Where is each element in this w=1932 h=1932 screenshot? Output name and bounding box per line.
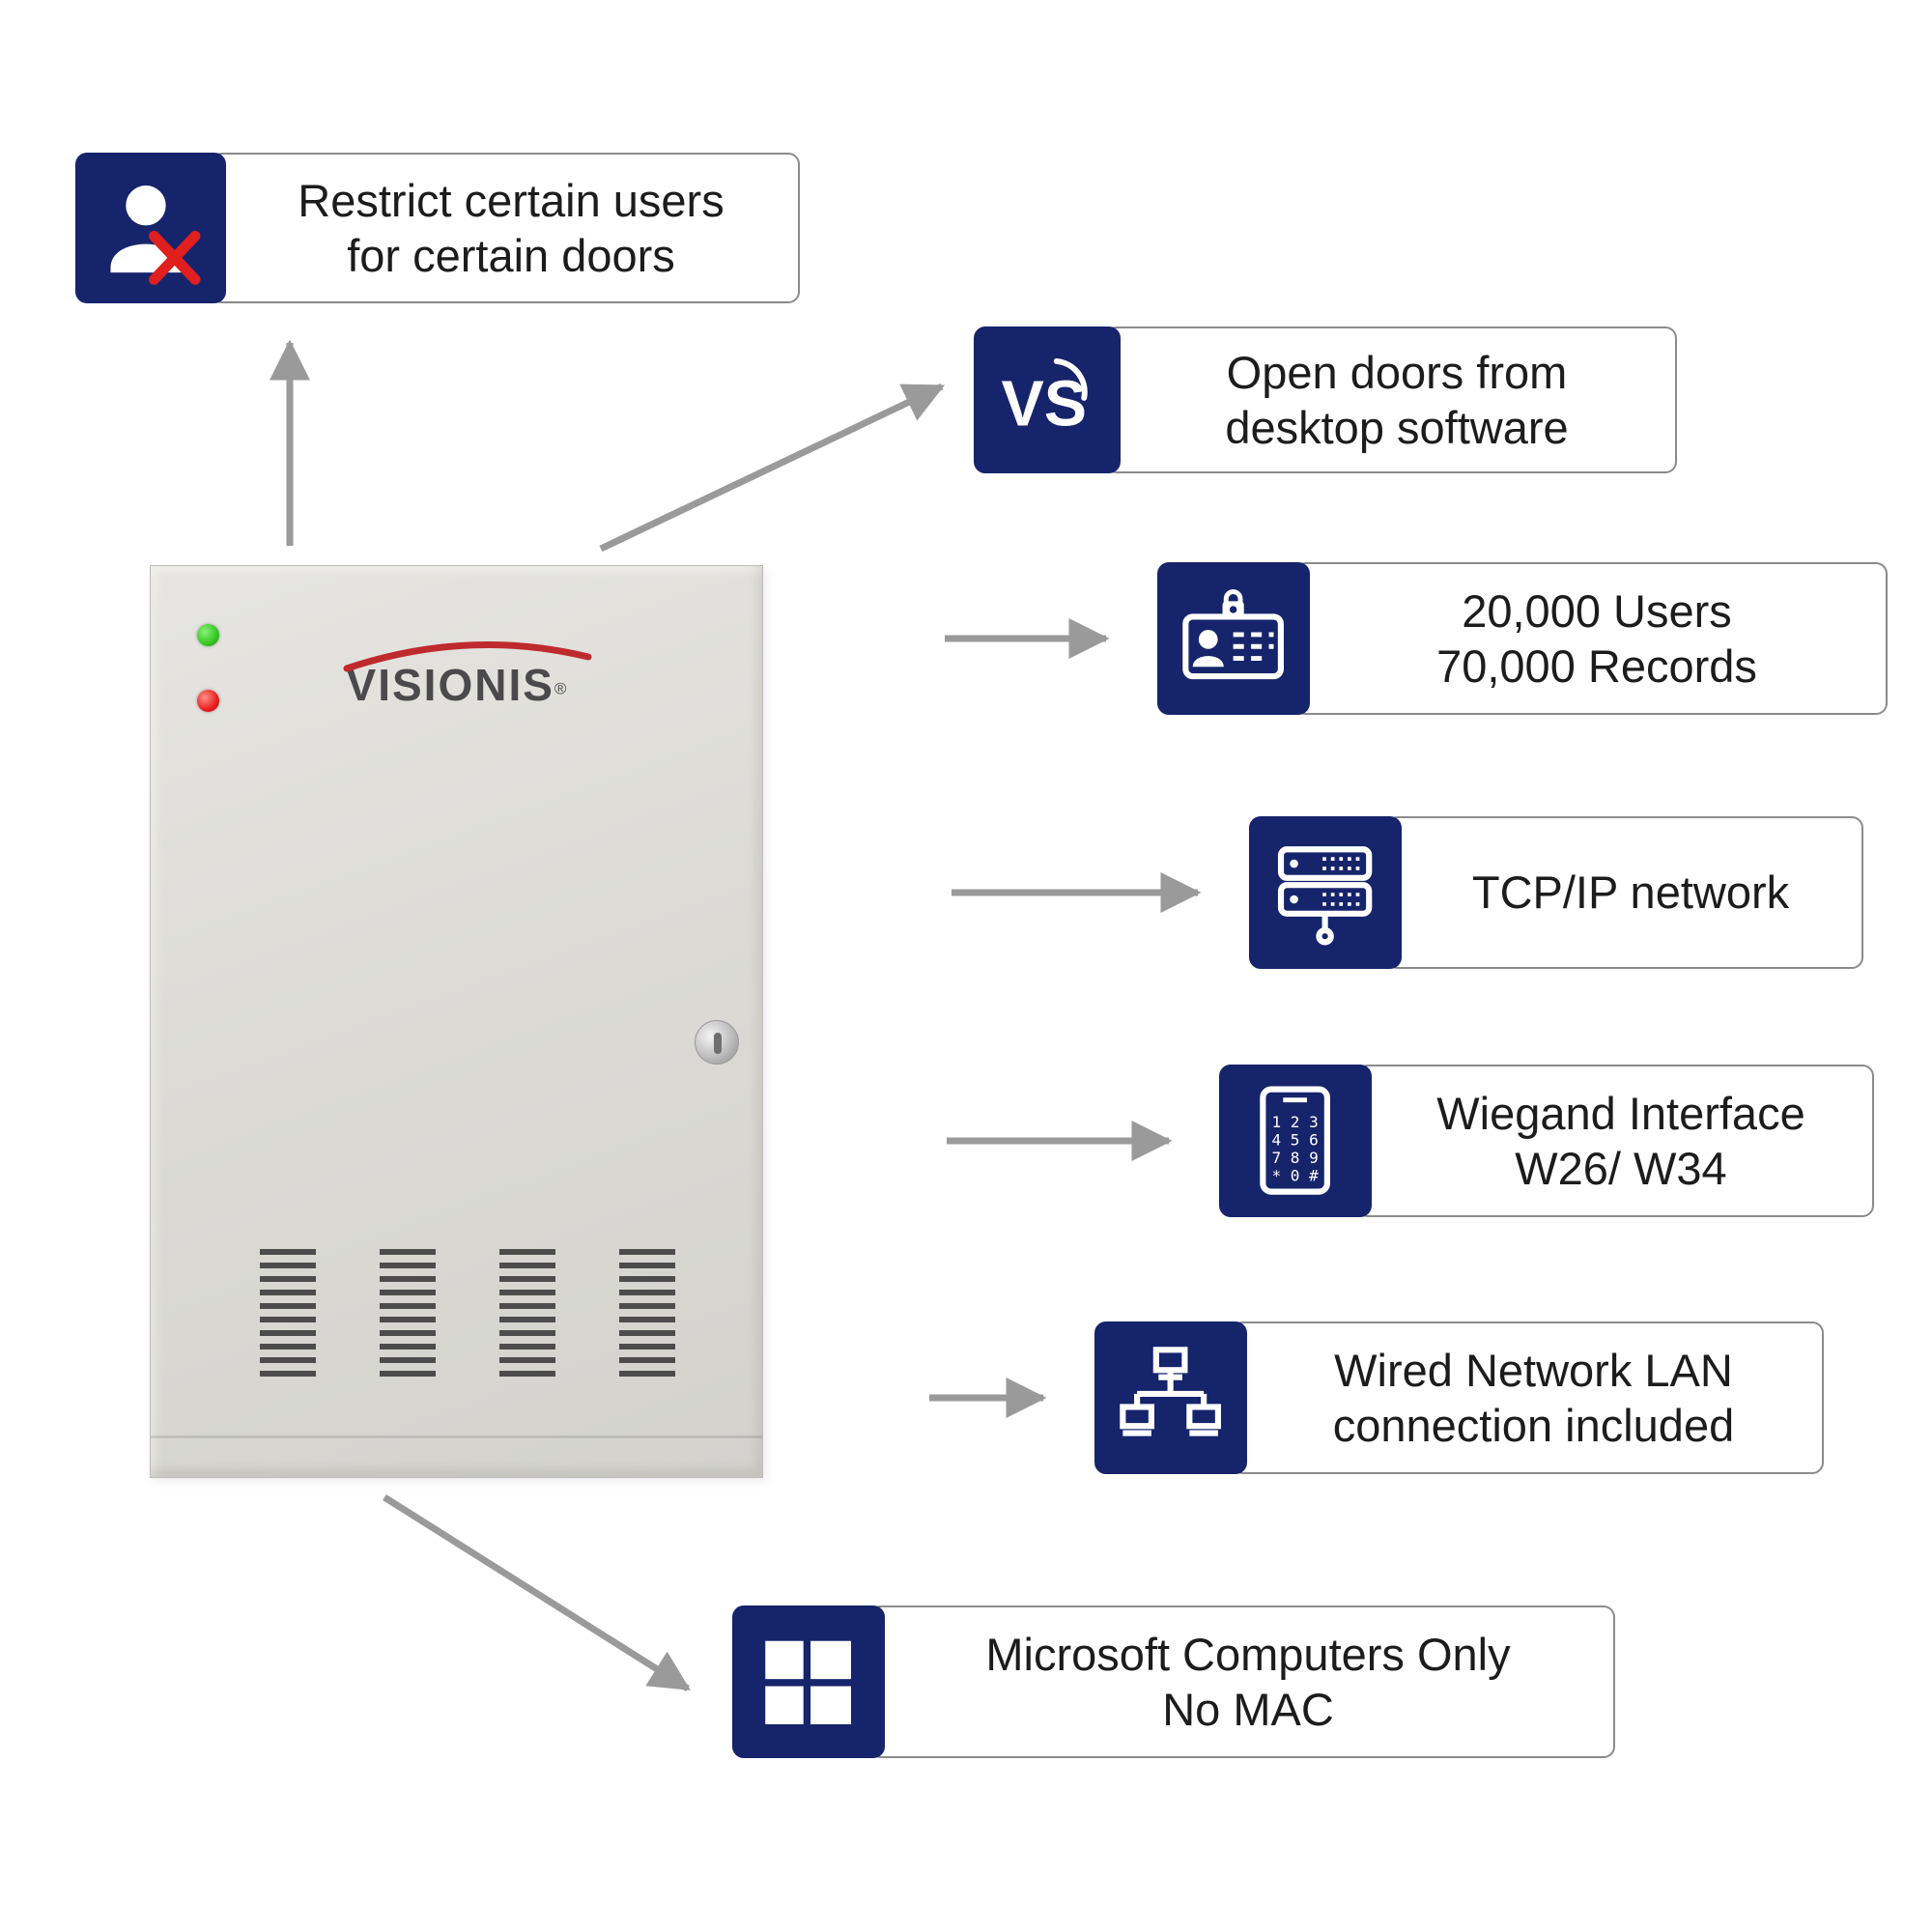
callout-wiegand: 1 2 3 4 5 6 7 8 9 * 0 # Wiegand Interfac… (1219, 1065, 1874, 1217)
vent-column (619, 1249, 675, 1380)
callout-restrict-users: Restrict certain users for certain doors (75, 153, 800, 303)
red-led-indicator (197, 690, 219, 712)
network-server-icon (1249, 816, 1402, 969)
arrow-to-microsoft (383, 1494, 691, 1691)
vent-column (499, 1249, 555, 1380)
visionis-logo: VISIONIS® (343, 641, 592, 711)
vs-software-logo-icon: VS (974, 327, 1121, 473)
callout-label: Microsoft Computers Only No MAC (985, 1628, 1511, 1735)
logo-swoosh (343, 641, 592, 672)
keypad-row: * 0 # (1272, 1167, 1320, 1185)
id-card-icon (1157, 562, 1310, 715)
callout-label: Wiegand Interface W26/ W34 (1436, 1087, 1805, 1194)
callout-users-records: 20,000 Users 70,000 Records (1157, 562, 1888, 715)
keypad-row: 7 8 9 (1272, 1149, 1319, 1167)
callout-microsoft: Microsoft Computers Only No MAC (732, 1605, 1615, 1758)
door-seam (151, 1435, 762, 1438)
vent-column (260, 1249, 316, 1380)
callout-label: TCP/IP network (1471, 867, 1790, 919)
vs-text: VS (1001, 368, 1087, 440)
callout-label-box: Wired Network LAN connection included (1232, 1321, 1824, 1474)
keypad-row: 4 5 6 (1272, 1131, 1319, 1150)
brand-text: VISIONIS (346, 660, 554, 710)
callout-label: Restrict certain users for certain doors (298, 174, 724, 281)
callout-label-box: Microsoft Computers Only No MAC (869, 1605, 1615, 1758)
callout-label: 20,000 Users 70,000 Records (1436, 584, 1757, 692)
keyhole-lock (695, 1020, 739, 1065)
callout-label-box: Open doors from desktop software (1105, 327, 1677, 473)
lan-topology-icon (1094, 1321, 1247, 1474)
callout-open-doors: VS Open doors from desktop software (974, 327, 1677, 473)
green-led-indicator (197, 624, 219, 646)
callout-label: Wired Network LAN connection included (1332, 1344, 1735, 1451)
windows-logo-icon (732, 1605, 885, 1758)
callout-tcpip: TCP/IP network (1249, 816, 1863, 969)
callout-label-box: TCP/IP network (1386, 816, 1863, 969)
callout-label-box: 20,000 Users 70,000 Records (1294, 562, 1888, 715)
keypad-icon: 1 2 3 4 5 6 7 8 9 * 0 # (1219, 1065, 1372, 1217)
ventilation-slots (260, 1249, 677, 1380)
callout-label: Open doors from desktop software (1225, 346, 1569, 453)
callout-label-box: Wiegand Interface W26/ W34 (1356, 1065, 1874, 1217)
access-control-panel: VISIONIS® (150, 565, 763, 1478)
callout-label-box: Restrict certain users for certain doors (211, 153, 800, 303)
callout-lan: Wired Network LAN connection included (1094, 1321, 1824, 1474)
registered-mark: ® (554, 679, 567, 698)
arrow-to-open-doors (599, 383, 946, 553)
keypad-row: 1 2 3 (1272, 1113, 1319, 1131)
vent-column (380, 1249, 436, 1380)
restricted-user-icon (75, 153, 226, 303)
